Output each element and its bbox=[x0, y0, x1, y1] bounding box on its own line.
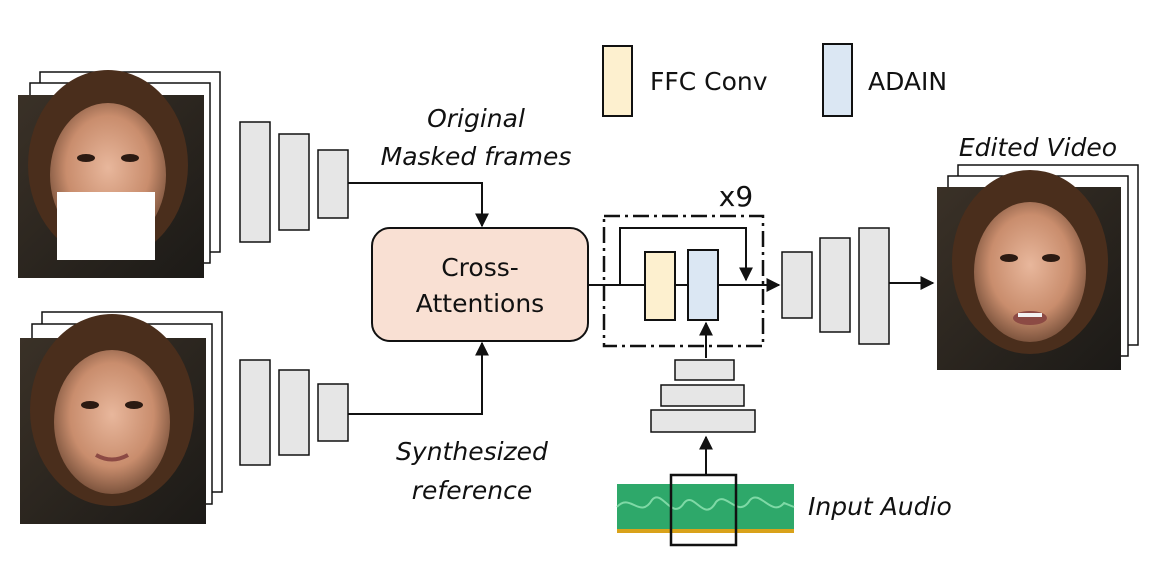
legend-ffc-label: FFC Conv bbox=[650, 67, 768, 96]
waveform-base bbox=[617, 529, 794, 533]
audio-encoder-block-3 bbox=[650, 409, 756, 433]
decoder bbox=[781, 227, 935, 345]
reference-to-attention-arrow bbox=[348, 341, 489, 415]
encoder-block-3 bbox=[317, 383, 349, 442]
decoder-block-3 bbox=[858, 227, 890, 345]
reference-face-image bbox=[20, 314, 206, 524]
masked-encoder bbox=[239, 121, 349, 243]
waveform-line bbox=[616, 496, 795, 511]
mouth-mask-rect bbox=[57, 192, 155, 260]
reference-encoder bbox=[239, 359, 349, 466]
synthesized-reference-label-1: Synthesized bbox=[396, 437, 548, 466]
cross-attention-block: Cross- Attentions bbox=[371, 227, 589, 342]
legend-ffc-swatch bbox=[602, 45, 633, 117]
masked-to-attention-arrow bbox=[348, 182, 489, 228]
encoder-block-2 bbox=[278, 369, 310, 456]
encoder-block-3 bbox=[317, 149, 349, 219]
masked-face-image bbox=[18, 70, 204, 278]
cross-attention-label-1: Cross- bbox=[441, 253, 519, 282]
residual-block-repeat: x9 bbox=[588, 180, 781, 358]
cross-attention-label-2: Attentions bbox=[416, 289, 544, 318]
encoder-block-1 bbox=[239, 359, 271, 466]
audio-encoder bbox=[650, 359, 756, 476]
legend-adain-swatch bbox=[822, 43, 853, 117]
edited-video-stack: Edited Video bbox=[937, 133, 1139, 370]
audio-waveform: Input Audio bbox=[616, 473, 952, 547]
masked-frames-label-2: Masked frames bbox=[381, 142, 572, 171]
decoder-block-2 bbox=[819, 237, 851, 333]
reference-frames-stack bbox=[20, 311, 223, 524]
audio-window-box bbox=[669, 473, 738, 547]
audio-encoder-block-1 bbox=[674, 359, 735, 381]
masked-frames-label-1: Original bbox=[427, 104, 525, 133]
input-audio-label: Input Audio bbox=[808, 492, 952, 521]
edited-face-image bbox=[937, 170, 1121, 370]
encoder-block-2 bbox=[278, 133, 310, 231]
ffc-conv-block bbox=[644, 251, 676, 321]
legend-adain-label: ADAIN bbox=[868, 67, 947, 96]
repeat-dashed-box bbox=[602, 214, 765, 348]
masked-frames-stack bbox=[18, 70, 221, 278]
legend: FFC Conv ADAIN bbox=[602, 43, 947, 117]
audio-encoder-block-2 bbox=[660, 384, 745, 407]
repeat-count-label: x9 bbox=[719, 180, 753, 213]
skip-connection-arrow bbox=[619, 227, 753, 285]
synthesized-reference-label-2: reference bbox=[412, 476, 532, 505]
decoder-block-1 bbox=[781, 251, 813, 319]
adain-block bbox=[687, 249, 719, 321]
encoder-block-1 bbox=[239, 121, 271, 243]
edited-video-label: Edited Video bbox=[959, 133, 1117, 162]
